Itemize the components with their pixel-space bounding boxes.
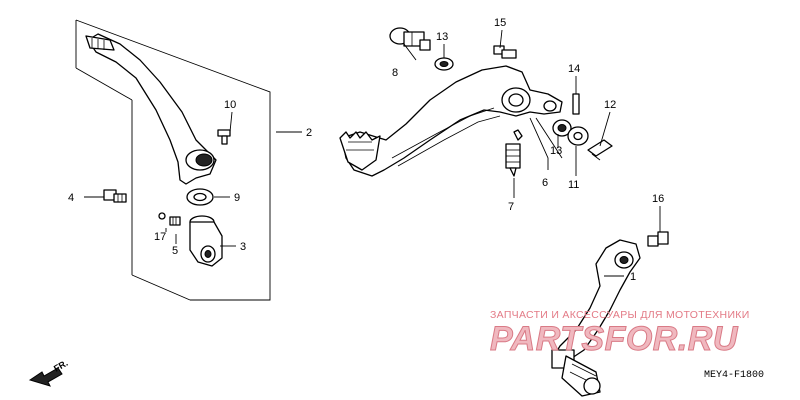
bolt-10 xyxy=(217,129,231,145)
ball-17 xyxy=(158,212,166,220)
kick-starter-arm xyxy=(85,33,217,185)
callout-3: 3 xyxy=(240,241,246,253)
spring-7 xyxy=(505,129,523,177)
leader-lines xyxy=(84,29,661,277)
bolt-4 xyxy=(103,189,127,203)
pivot-bolt-8 xyxy=(389,27,431,51)
callout-13-top: 13 xyxy=(436,31,448,43)
callout-4: 4 xyxy=(68,192,74,204)
callout-7: 7 xyxy=(508,201,514,213)
callout-8: 8 xyxy=(392,67,398,79)
watermark: ЗАПЧАСТИ И АКСЕССУАРЫ ДЛЯ МОТОТЕХНИКИ PA… xyxy=(490,309,750,359)
brake-pedal xyxy=(339,65,563,177)
bolt-16 xyxy=(647,231,669,247)
washer-13-top xyxy=(434,57,454,71)
callout-2: 2 xyxy=(306,127,312,139)
watermark-brand: PARTSFOR.RU xyxy=(490,320,739,358)
callout-9: 9 xyxy=(234,192,240,204)
callout-12: 12 xyxy=(604,99,616,111)
callout-5: 5 xyxy=(172,245,178,257)
gear-shift-lever xyxy=(551,239,641,397)
bolt-15 xyxy=(493,45,517,59)
washer-11 xyxy=(567,126,589,146)
front-direction-label: FR. xyxy=(52,358,70,374)
callout-1: 1 xyxy=(630,271,636,283)
pin-14 xyxy=(572,93,580,115)
washer-13-lower xyxy=(552,119,572,137)
callout-labels: 1 2 3 4 5 6 7 8 9 10 11 12 13 13 14 15 1… xyxy=(68,17,664,283)
callout-16: 16 xyxy=(652,193,664,205)
callout-11: 11 xyxy=(568,179,579,191)
front-direction-arrow: FR. xyxy=(28,358,70,387)
callout-6: 6 xyxy=(542,177,548,189)
spring-5 xyxy=(169,216,181,226)
callout-14: 14 xyxy=(568,63,580,75)
callout-13-lower: 13 xyxy=(550,145,562,157)
callout-17: 17 xyxy=(154,231,166,243)
kick-pivot-3 xyxy=(189,215,223,267)
assembly-frame xyxy=(75,19,271,301)
cotter-pin-12 xyxy=(587,139,613,161)
diagram-code: MEY4-F1800 xyxy=(704,370,764,381)
watermark-tagline: ЗАПЧАСТИ И АКСЕССУАРЫ ДЛЯ МОТОТЕХНИКИ xyxy=(490,309,750,321)
washer-9 xyxy=(186,188,214,206)
callout-10: 10 xyxy=(224,99,236,111)
callout-15: 15 xyxy=(494,17,506,29)
